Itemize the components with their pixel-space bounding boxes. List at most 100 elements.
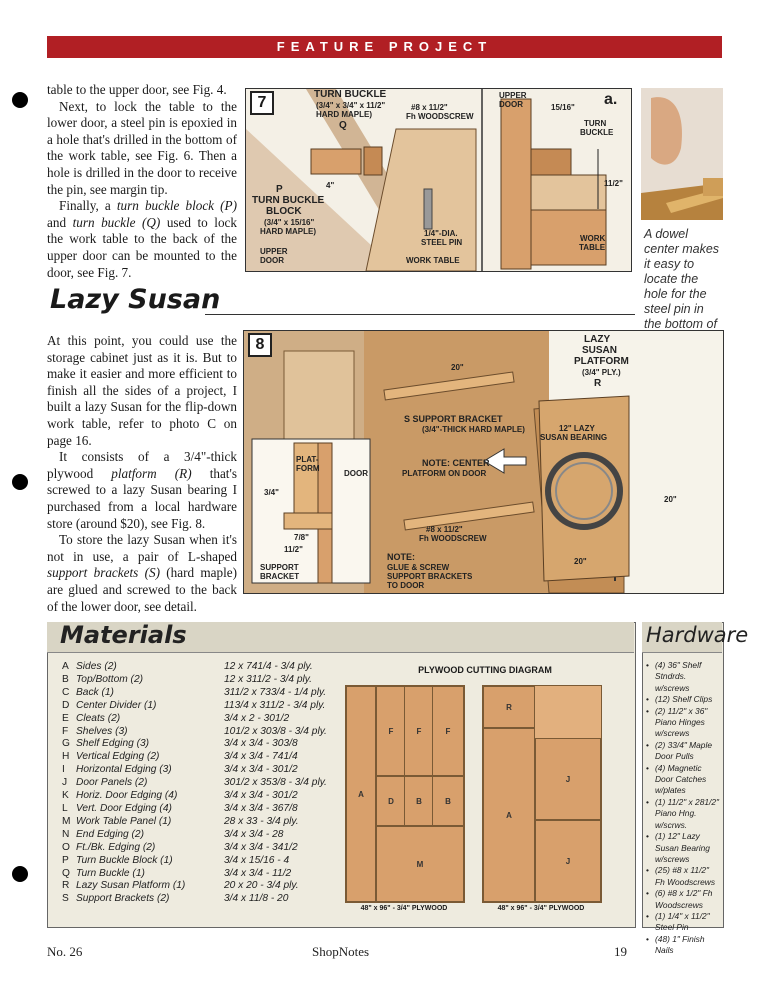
body-paragraph: To store the lazy Susan when it's not in… (47, 532, 238, 614)
hardware-text: (1) 12" Lazy Susan Bearing w/screws (655, 831, 710, 864)
material-size: 12 x 741/4 - 3/4 ply. (224, 661, 313, 672)
material-code: Q (62, 867, 70, 879)
bullet-icon: • (646, 762, 649, 773)
hardware-text: (2) 11/2" x 36" Piano Hinges w/screws (655, 705, 708, 739)
hardware-text: (25) #8 x 11/2" Fh Woodscrews (655, 865, 716, 887)
material-size: 113/4 x 311/2 - 3/4 ply. (224, 699, 326, 711)
detail-label: a. (604, 91, 618, 108)
hardware-text: (4) 36" Shelf Stndrds. w/screws (655, 660, 702, 693)
bullet-icon: • (646, 910, 649, 921)
label: LAZY (584, 334, 611, 345)
label: DOOR (260, 256, 284, 265)
brand-name: ShopNotes (312, 944, 370, 959)
label: STEEL PIN (421, 238, 463, 247)
section-title: Lazy Susan (50, 284, 221, 315)
material-code: G (62, 738, 70, 750)
hardware-item: • (2) 11/2" x 36" Piano Hinges w/screws (646, 706, 720, 740)
material-size: 3/4 x 3/4 - 367/8 (224, 802, 298, 814)
label: Fh WOODSCREW (419, 534, 487, 543)
material-name: Work Table Panel (1) (76, 815, 172, 827)
hardware-item: •(2) 33/4" Maple Door Pulls (646, 740, 720, 763)
material-name: Top/Bottom (2) (76, 673, 144, 685)
hardware-text: (1) 11/2" x 281/2" Piano Hng. w/scrws. (655, 796, 719, 830)
material-size: 3/4 x 3/4 - 28 (224, 828, 284, 840)
material-size: 3/4 x 3/4 - 341/2 (224, 841, 298, 853)
bullet-icon: • (646, 796, 649, 807)
label: PLATFORM (574, 356, 629, 367)
plywood-sheet-1: A F F F D B B M (345, 685, 465, 903)
plywood-sheet-2: R A J J (482, 685, 602, 903)
bullet-icon: • (646, 739, 649, 750)
binder-hole (12, 866, 28, 882)
label: 20" (574, 557, 587, 566)
bullet-icon: • (646, 933, 649, 944)
material-name: End Edging (2) (76, 828, 144, 840)
label: BUCKLE (580, 128, 614, 137)
label: #8 x 11/2" (426, 525, 463, 534)
hardware-item: •(1) 12" Lazy Susan Bearing w/screws (646, 831, 720, 865)
material-name: Back (1) (76, 686, 114, 698)
label: SUPPORT BRACKETS (387, 572, 473, 581)
label: 20" (451, 363, 464, 372)
materials-row: I Horizontal Edging (3) 3/4 x 3/4 - 301/2 (62, 764, 332, 777)
part-A: A (483, 728, 535, 902)
label: BRACKET (260, 572, 300, 581)
material-name: Vert. Door Edging (4) (76, 802, 172, 814)
part-A: A (346, 686, 376, 902)
hardware-text: (1) 1/4" x 11/2" Steel Pin (655, 910, 710, 933)
section-banner: FEATURE PROJECT (47, 36, 722, 58)
material-code: F (62, 725, 69, 737)
figure-8: 8 LAZY SUSAN PLATFORM (3/4" PLY.) R 20" … (243, 330, 724, 594)
sheet-caption: 48" x 96" - 3/4" PLYWOOD (497, 905, 585, 912)
label: TABLE (579, 243, 606, 252)
label: #8 x 11/2" (411, 103, 448, 112)
bullet-icon: • (646, 865, 649, 876)
material-size: 3/4 x 3/4 - 301/2 (224, 764, 298, 776)
sheet-caption: 48" x 96" - 3/4" PLYWOOD (360, 905, 448, 912)
materials-header (47, 622, 634, 653)
issue-number: No. 26 (47, 944, 83, 959)
label: Fh WOODSCREW (406, 112, 474, 121)
label: TURN (584, 119, 607, 128)
label: TO DOOR (387, 581, 425, 590)
material-code: H (62, 751, 70, 763)
title-rule (205, 314, 635, 315)
material-code: I (62, 764, 65, 776)
label: S SUPPORT BRACKET (404, 414, 503, 424)
body-paragraph: At this point, you could use the storage… (47, 333, 237, 448)
material-name: Center Divider (1) (76, 699, 157, 711)
label: NOTE: (387, 552, 415, 562)
material-name: Horizontal Edging (3) (76, 764, 172, 776)
label: (3/4" x 15/16" (264, 218, 315, 227)
part-B: B (404, 776, 434, 826)
hardware-title: Hardware (646, 623, 749, 647)
label: 3/4" (264, 488, 279, 497)
material-name: Shelves (3) (76, 725, 128, 737)
material-code: L (62, 802, 68, 814)
material-code: M (62, 815, 71, 827)
material-name: Shelf Edging (3) (76, 738, 150, 750)
label: SUSAN (582, 345, 618, 356)
label: NOTE: CENTER (422, 458, 490, 468)
hardware-text: (48) 1" Finish Nails (655, 933, 705, 956)
materials-row: G Shelf Edging (3) 3/4 x 3/4 - 303/8 (62, 738, 332, 751)
bullet-icon: • (646, 705, 649, 716)
material-size: 3/4 x 3/4 - 301/2 (224, 790, 298, 802)
label: UPPER (260, 247, 288, 256)
material-size: 3/4 x 3/4 - 303/8 (224, 738, 298, 750)
material-code: R (62, 880, 70, 892)
label: DOOR (344, 469, 368, 478)
label: WORK TABLE (406, 256, 460, 265)
hardware-text: (6) #8 x 1/2" Fh Woodscrews (655, 888, 713, 910)
bullet-icon: • (646, 694, 649, 705)
material-size: 3/4 x 11/8 - 20 (224, 893, 289, 905)
material-size: 12 x 311/2 - 3/4 ply. (224, 673, 312, 685)
intro-paragraph: Next, to lock the table to the lower doo… (47, 98, 237, 197)
label: (3/4" x 3/4" x 11/2" (316, 101, 386, 110)
